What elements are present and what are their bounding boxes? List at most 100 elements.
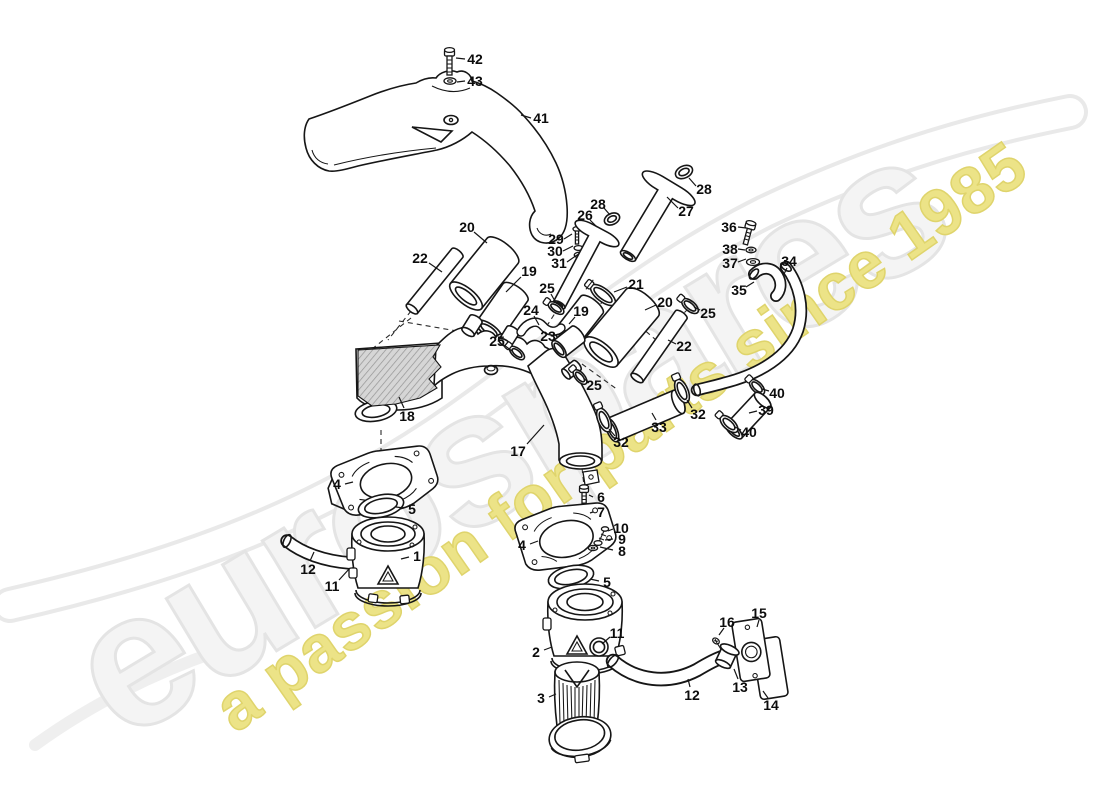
callout-17: 17	[510, 443, 526, 459]
leader-5	[589, 578, 600, 582]
leader-13	[733, 668, 739, 680]
leader-6	[588, 494, 594, 498]
part-25-clamp-mid-left	[503, 341, 526, 361]
leader-31	[566, 254, 578, 263]
part-stub-a	[460, 313, 483, 338]
leader-14	[762, 690, 769, 699]
callout-22: 22	[676, 338, 692, 354]
callout-36: 36	[721, 219, 737, 235]
leader-37	[737, 258, 747, 263]
leader-18	[398, 396, 405, 409]
leader-27	[666, 196, 679, 209]
part-25-clamp-top	[542, 297, 565, 316]
part-34-hose	[690, 260, 808, 397]
leader-10	[607, 528, 614, 532]
leader-33	[651, 412, 657, 421]
leader-2	[543, 646, 553, 651]
leader-39	[748, 410, 758, 414]
callout-28: 28	[696, 181, 712, 197]
part-5-seal-left	[357, 493, 405, 519]
callout-12: 12	[300, 561, 316, 577]
leader-28	[603, 207, 611, 216]
callout-28: 28	[590, 196, 606, 212]
callout-43: 43	[467, 73, 483, 89]
callout-26: 26	[577, 207, 593, 223]
part-38-washer	[745, 246, 757, 254]
leader-9	[604, 538, 614, 541]
part-40-clamp-lower	[714, 410, 739, 434]
leader-26	[589, 219, 598, 228]
leader-8	[599, 546, 614, 551]
part-12-hose-left	[280, 533, 357, 570]
leader-4	[529, 540, 539, 545]
part-23-pipe	[551, 325, 586, 359]
callout-33: 33	[651, 419, 667, 435]
leader-22	[428, 262, 443, 273]
callout-23: 23	[540, 328, 556, 344]
callout-7: 7	[597, 504, 605, 520]
part-25-clamp-mid-right	[567, 364, 588, 386]
callout-21: 21	[628, 276, 644, 292]
leader-20	[473, 231, 488, 244]
callout-29: 29	[548, 231, 564, 247]
part-41-cover	[303, 70, 569, 244]
part-4-bracket-center	[514, 502, 617, 572]
callout-32: 32	[690, 406, 706, 422]
callout-42: 42	[467, 51, 483, 67]
part-21-clamp	[583, 278, 617, 307]
part-3-base-ring	[548, 715, 612, 764]
callout-1: 1	[413, 548, 421, 564]
leader-24	[533, 315, 540, 326]
part-43-washer	[443, 77, 457, 85]
callout-19: 19	[573, 303, 589, 319]
leader-5	[395, 506, 405, 509]
callout-3: 3	[537, 690, 545, 706]
callout-9: 9	[618, 531, 626, 547]
leader-40	[761, 388, 770, 392]
callout-20: 20	[657, 294, 673, 310]
leader-29	[563, 233, 573, 240]
callout-32: 32	[613, 434, 629, 450]
leader-15	[756, 619, 760, 628]
leader-23	[554, 332, 564, 336]
callout-20: 20	[459, 219, 475, 235]
leader-21	[613, 286, 628, 293]
part-22-tube-right	[630, 309, 688, 384]
part-12-hose-bottom	[605, 649, 731, 687]
part-18-heat-shield	[357, 344, 442, 407]
callout-16: 16	[719, 614, 735, 630]
leader-11	[601, 636, 611, 645]
part-24-hose	[516, 317, 566, 337]
callout-25: 25	[700, 305, 716, 321]
part-22-tube-left	[405, 247, 464, 315]
callout-34: 34	[781, 253, 797, 269]
part-32-clamp-right	[670, 372, 691, 404]
part-9-washer	[593, 540, 603, 546]
leader-25	[550, 293, 557, 304]
leader-25	[583, 378, 590, 383]
leader-19	[568, 316, 576, 325]
leader-28	[688, 177, 697, 187]
part-3-filter-element	[553, 661, 601, 736]
part-8-washer	[587, 544, 599, 552]
leader-17	[526, 424, 545, 445]
part-32-clamp-left	[592, 401, 613, 433]
part-13-fitting	[714, 643, 740, 670]
callout-30: 30	[547, 243, 563, 259]
callout-12: 12	[684, 687, 700, 703]
leader-25	[503, 344, 513, 352]
leader-30	[562, 245, 574, 252]
leader-16	[718, 627, 725, 636]
callout-2: 2	[532, 644, 540, 660]
callout-25: 25	[539, 280, 555, 296]
leader-11	[338, 567, 351, 581]
part-40-clamp-upper	[744, 374, 766, 396]
callout-leader-lines	[309, 57, 788, 699]
callout-41: 41	[533, 110, 549, 126]
callout-35: 35	[731, 282, 747, 298]
callout-19: 19	[521, 263, 537, 279]
part-16-screw	[712, 637, 722, 650]
callout-4: 4	[333, 476, 341, 492]
callout-25: 25	[489, 333, 505, 349]
